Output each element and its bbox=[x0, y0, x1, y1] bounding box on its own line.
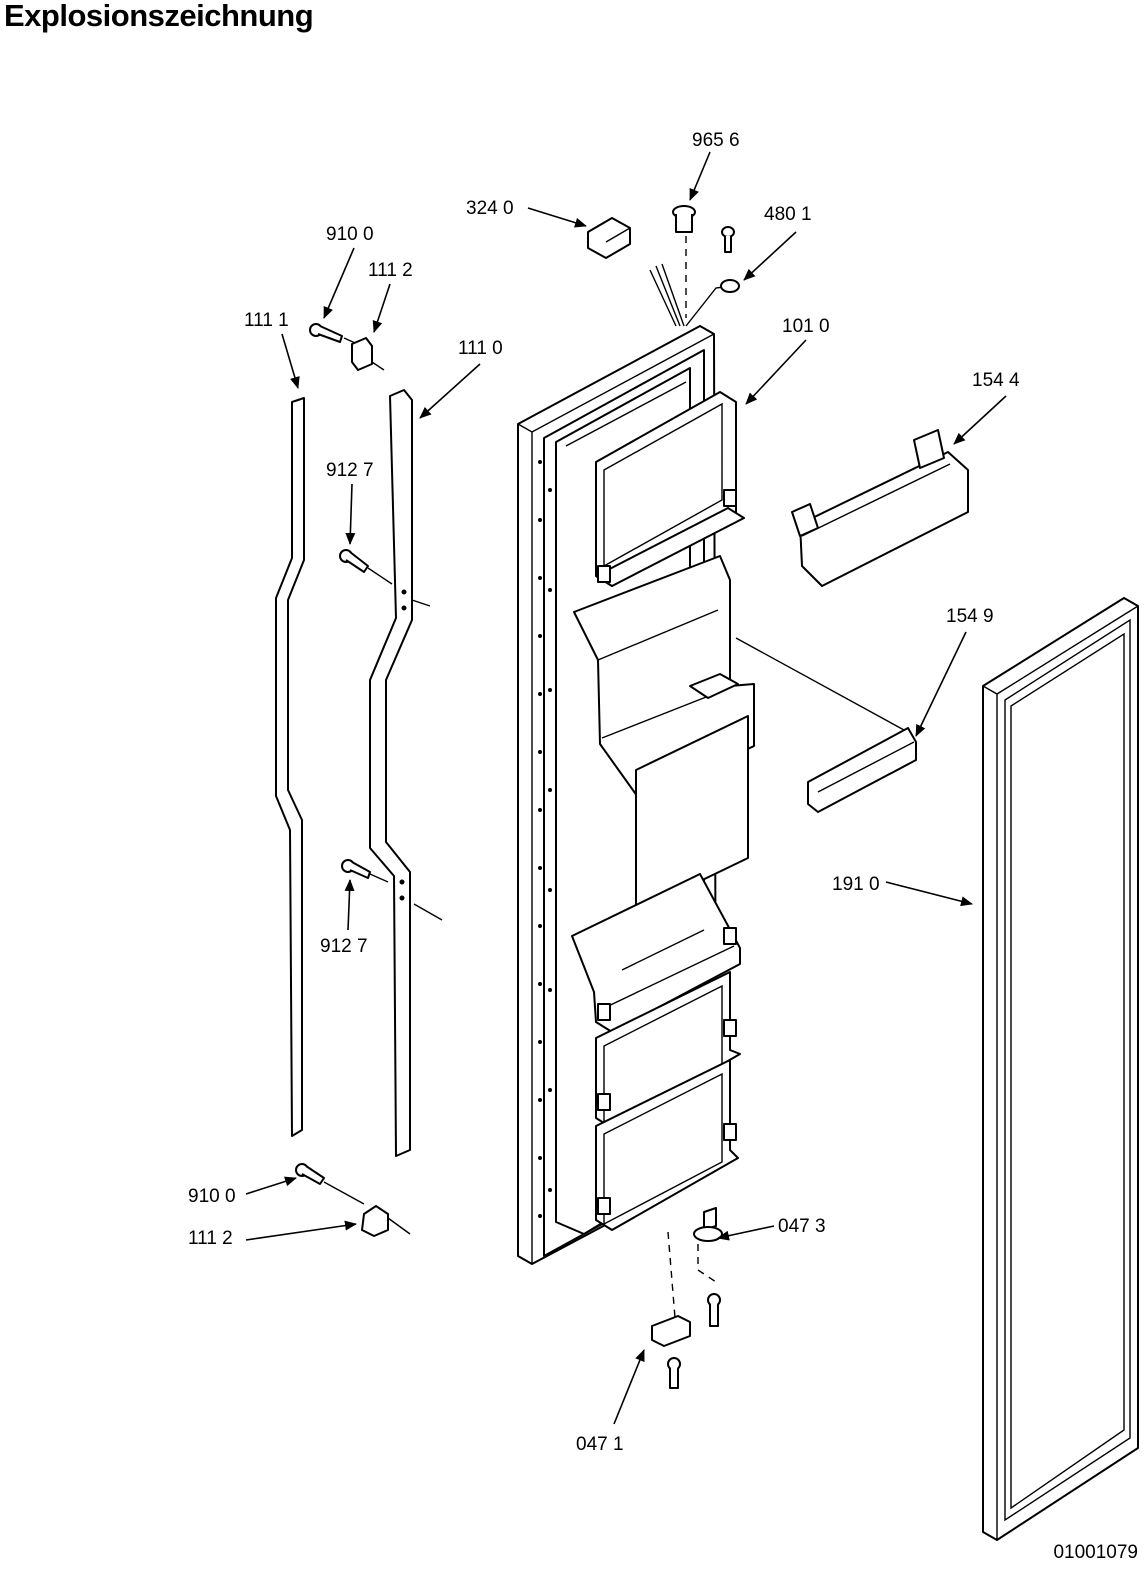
callout-1111: 111 1 bbox=[244, 310, 289, 331]
bracket-1112-bottom bbox=[361, 1205, 389, 1237]
callout-9656: 965 6 bbox=[692, 130, 740, 151]
callout-1112-top: 111 2 bbox=[368, 260, 413, 281]
callout-1010: 101 0 bbox=[782, 316, 830, 337]
callout-1910: 191 0 bbox=[832, 874, 880, 895]
screw-4801 bbox=[721, 226, 735, 253]
screw-9127-bottom bbox=[341, 859, 371, 879]
callout-1544: 154 4 bbox=[972, 370, 1020, 391]
trim-strip bbox=[807, 727, 917, 813]
screw-9100-bottom bbox=[295, 1163, 325, 1185]
callout-4801: 480 1 bbox=[764, 204, 812, 225]
hinge-strip-1110 bbox=[369, 389, 413, 1157]
door-handle bbox=[791, 429, 969, 587]
bracket-1112-top bbox=[351, 337, 373, 371]
callout-1112-bottom: 111 2 bbox=[188, 1228, 233, 1249]
document-number: 01001079 bbox=[1053, 1542, 1138, 1563]
screw-9127-top bbox=[339, 549, 369, 573]
callout-0471: 047 1 bbox=[576, 1434, 624, 1455]
door-gasket bbox=[982, 597, 1139, 1541]
callout-1110: 111 0 bbox=[458, 338, 503, 359]
wire-harness bbox=[649, 236, 740, 327]
callout-1549: 154 9 bbox=[946, 606, 994, 627]
screw-hinge-right bbox=[707, 1293, 721, 1327]
plug-9656 bbox=[672, 205, 696, 233]
hinge-pin-0473 bbox=[693, 1207, 723, 1242]
callout-9100-bottom: 910 0 bbox=[188, 1186, 236, 1207]
callout-0473: 047 3 bbox=[778, 1216, 826, 1237]
callout-3240: 324 0 bbox=[466, 198, 514, 219]
hinge-strip-1111 bbox=[275, 397, 305, 1137]
callout-9127-top: 912 7 bbox=[326, 460, 374, 481]
page-title: Explosionszeichnung bbox=[4, 0, 314, 33]
callout-9100-top: 910 0 bbox=[326, 224, 374, 245]
connector-3240 bbox=[587, 217, 631, 259]
callout-9127-bottom: 912 7 bbox=[320, 936, 368, 957]
screw-hinge-bottom bbox=[667, 1357, 681, 1389]
screw-9100-top bbox=[309, 323, 343, 343]
door-inner-liner bbox=[517, 325, 755, 1265]
hinge-bracket-0471 bbox=[651, 1315, 691, 1347]
